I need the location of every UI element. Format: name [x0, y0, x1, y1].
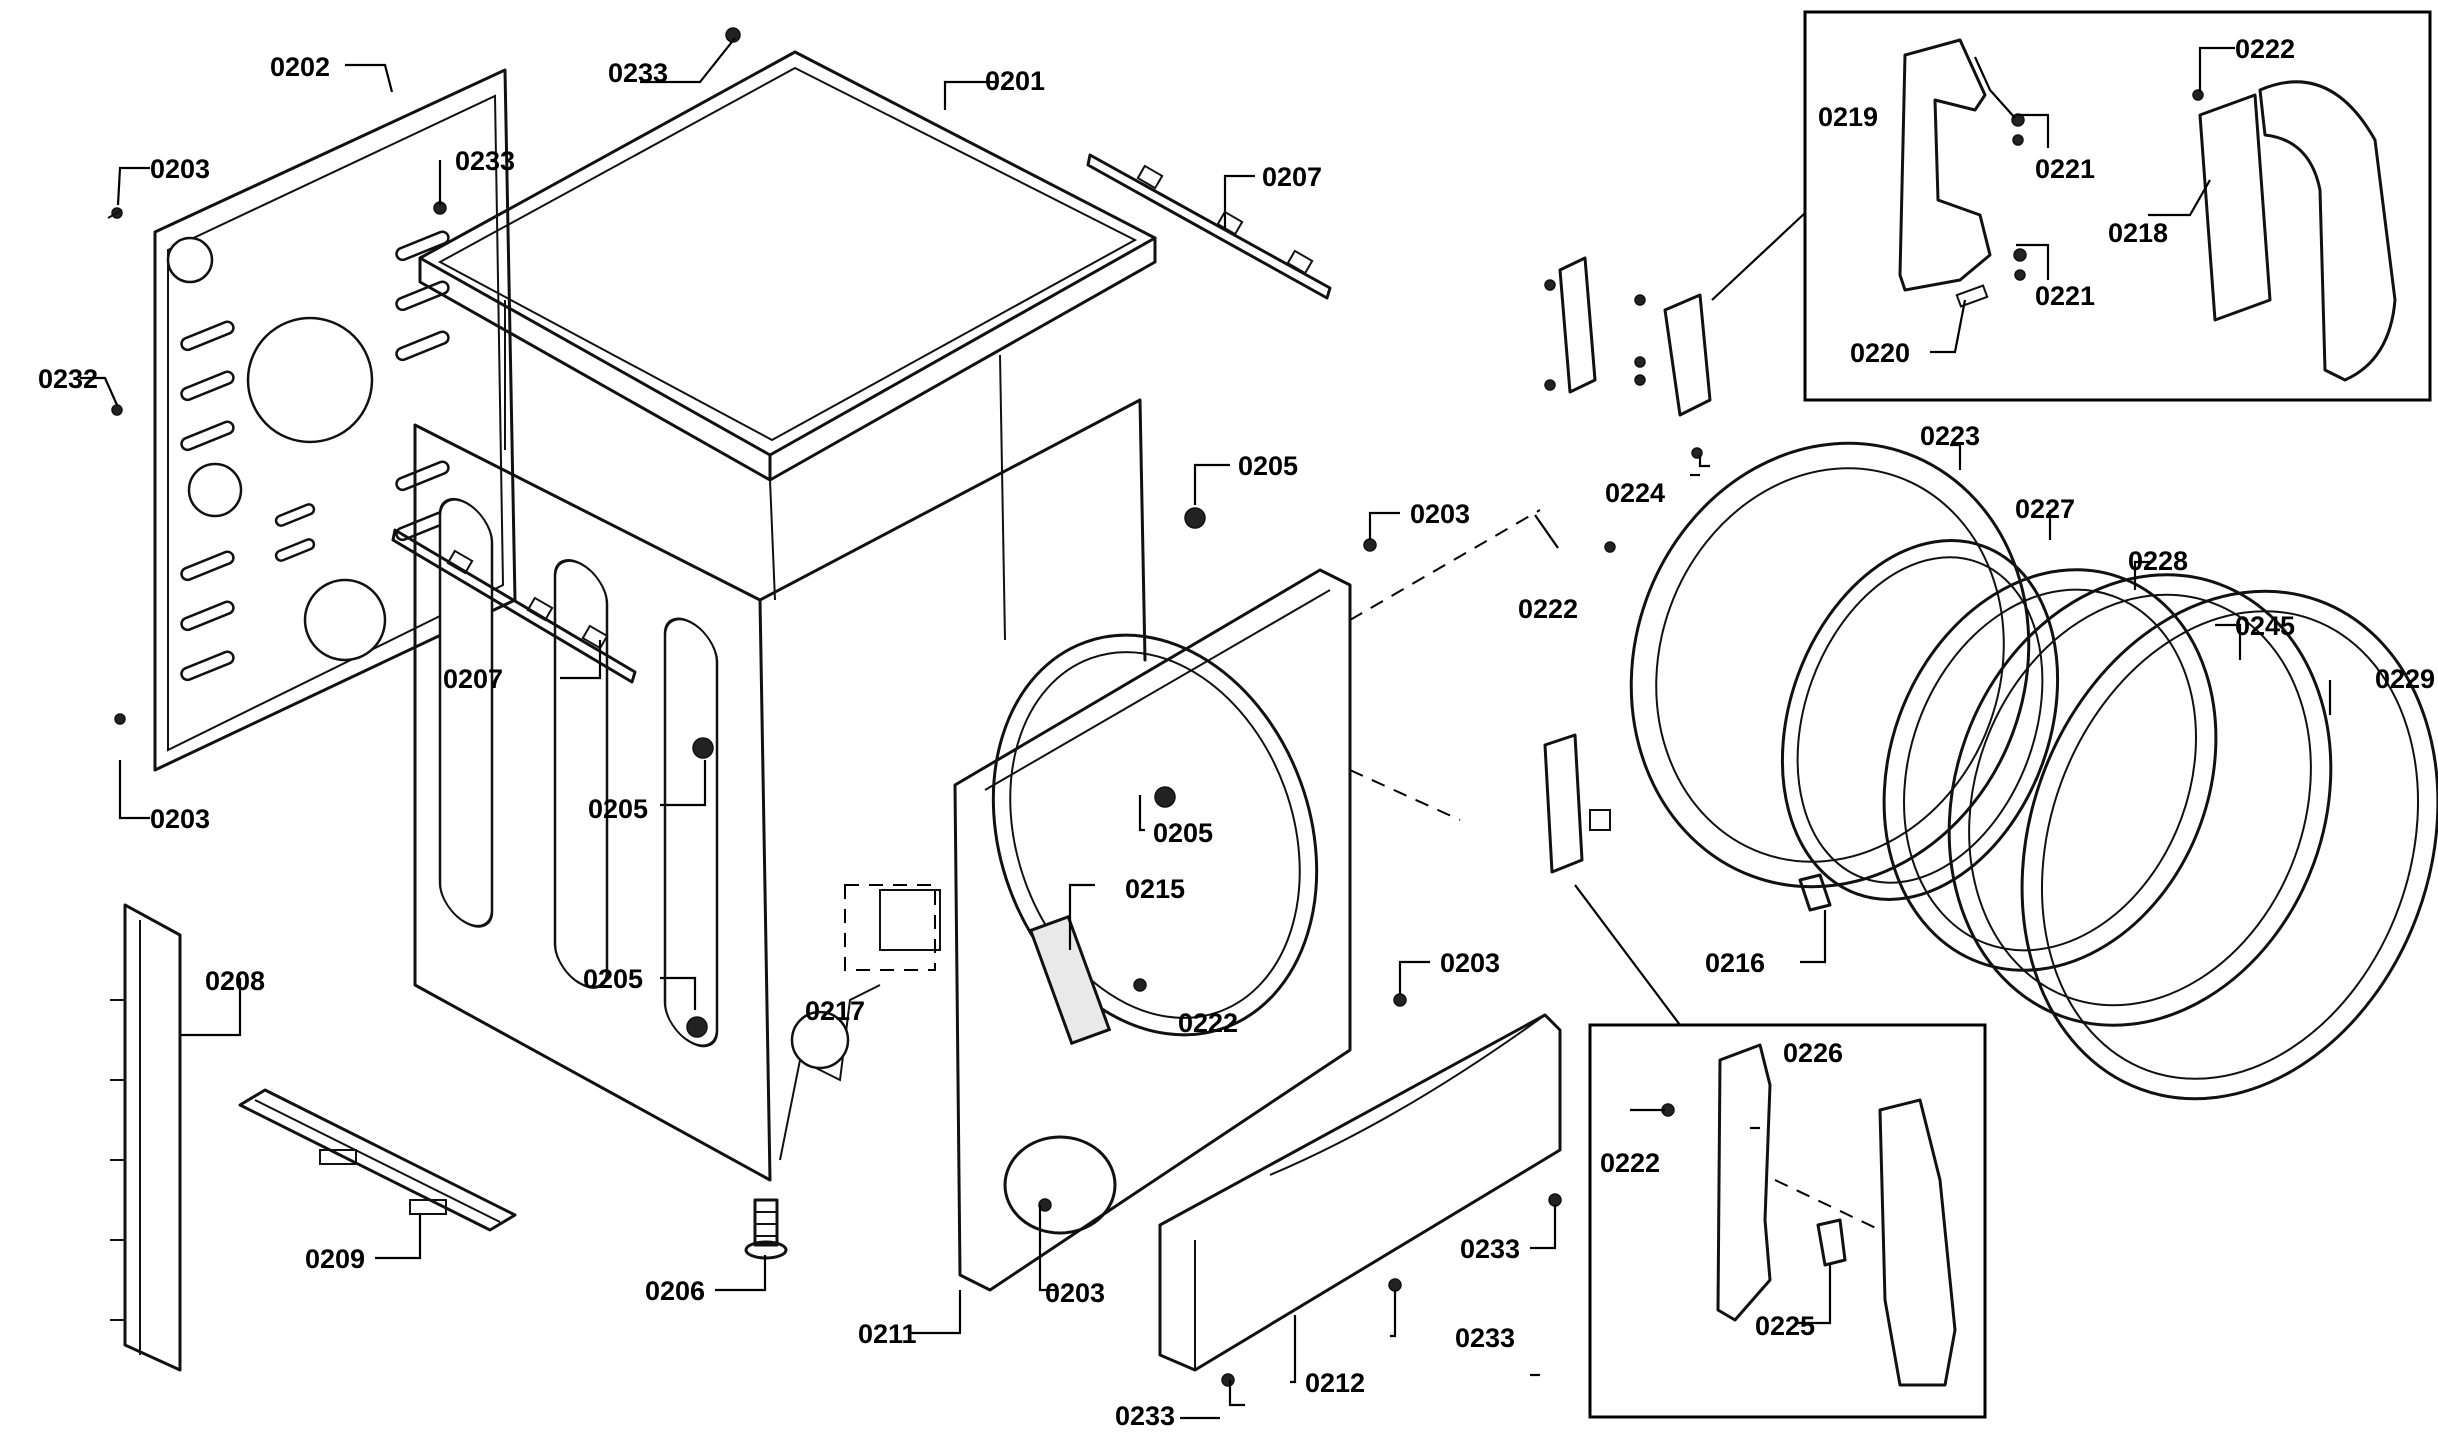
label-0220: 0220 — [1850, 338, 1910, 368]
leveling-foot-0206 — [744, 1198, 788, 1260]
label-0203-front-bottom: 0203 — [1045, 1278, 1105, 1308]
label-0209: 0209 — [305, 1244, 365, 1274]
label-0207-right: 0207 — [1262, 162, 1322, 192]
label-0222-inset-top: 0222 — [2235, 34, 2295, 64]
label-0225: 0225 — [1755, 1311, 1815, 1341]
label-0228: 0228 — [2128, 546, 2188, 576]
cabinet-body — [413, 300, 1206, 1182]
label-0216: 0216 — [1705, 948, 1765, 978]
label-0226: 0226 — [1783, 1038, 1843, 1068]
label-0233-rear: 0233 — [455, 146, 515, 176]
inset-box-latch — [1574, 884, 1987, 1419]
inset-box-hinge — [1711, 10, 2432, 402]
hinge-parts-small — [1544, 256, 1712, 417]
label-0221-top: 0221 — [2035, 154, 2095, 184]
label-0233-top: 0233 — [608, 58, 668, 88]
label-0222-door: 0222 — [1518, 594, 1578, 624]
bracket-0207-right — [1086, 153, 1332, 300]
cabinet-top-0201 — [418, 50, 1157, 482]
label-0212: 0212 — [1305, 1368, 1365, 1398]
bracket-0207-left — [391, 528, 637, 684]
label-0208: 0208 — [205, 966, 265, 996]
label-0203-bottom-left: 0203 — [150, 804, 210, 834]
label-0201: 0201 — [985, 66, 1045, 96]
label-0222-inset-bottom: 0222 — [1600, 1148, 1660, 1178]
label-0219: 0219 — [1818, 102, 1878, 132]
latch-parts — [1349, 509, 1832, 912]
label-0203-front-top: 0203 — [1410, 499, 1470, 529]
label-0205-top: 0205 — [1238, 451, 1298, 481]
label-0221-bottom: 0221 — [2035, 281, 2095, 311]
label-0203-top-left: 0203 — [150, 154, 210, 184]
kick-plate-0212 — [1158, 1013, 1562, 1372]
label-0233-bottom: 0233 — [1115, 1401, 1175, 1431]
label-0203-front-right: 0203 — [1440, 948, 1500, 978]
label-0217: 0217 — [805, 996, 865, 1026]
label-0205-mid-left: 0205 — [588, 794, 648, 824]
label-0233-kick-top: 0233 — [1460, 1234, 1520, 1264]
label-0207-left: 0207 — [443, 664, 503, 694]
label-0222-front: 0222 — [1178, 1008, 1238, 1038]
label-0205-mid-right: 0205 — [1153, 818, 1213, 848]
label-0211: 0211 — [858, 1319, 917, 1349]
rear-panel-0202 — [107, 68, 517, 772]
label-0215: 0215 — [1125, 874, 1185, 904]
label-0224: 0224 — [1605, 478, 1665, 508]
side-rail-0208 — [110, 903, 182, 1372]
label-0205-low-left: 0205 — [583, 964, 643, 994]
part-labels: 0201 0202 0203 0203 0203 0203 0203 0205 … — [38, 34, 2435, 1431]
label-0245: 0245 — [2235, 611, 2295, 641]
label-0227: 0227 — [2015, 494, 2075, 524]
label-0223: 0223 — [1920, 421, 1980, 451]
label-0229: 0229 — [2375, 664, 2435, 694]
label-0206: 0206 — [645, 1276, 705, 1306]
label-0233-kick-mid: 0233 — [1455, 1323, 1515, 1353]
rail-0209 — [238, 1088, 517, 1232]
label-0232: 0232 — [38, 364, 98, 394]
label-0218: 0218 — [2108, 218, 2168, 248]
label-0202: 0202 — [270, 52, 330, 82]
front-panel-0211 — [953, 568, 1352, 1292]
door-rings — [1604, 441, 2438, 1101]
leader-lines — [80, 37, 2332, 1420]
